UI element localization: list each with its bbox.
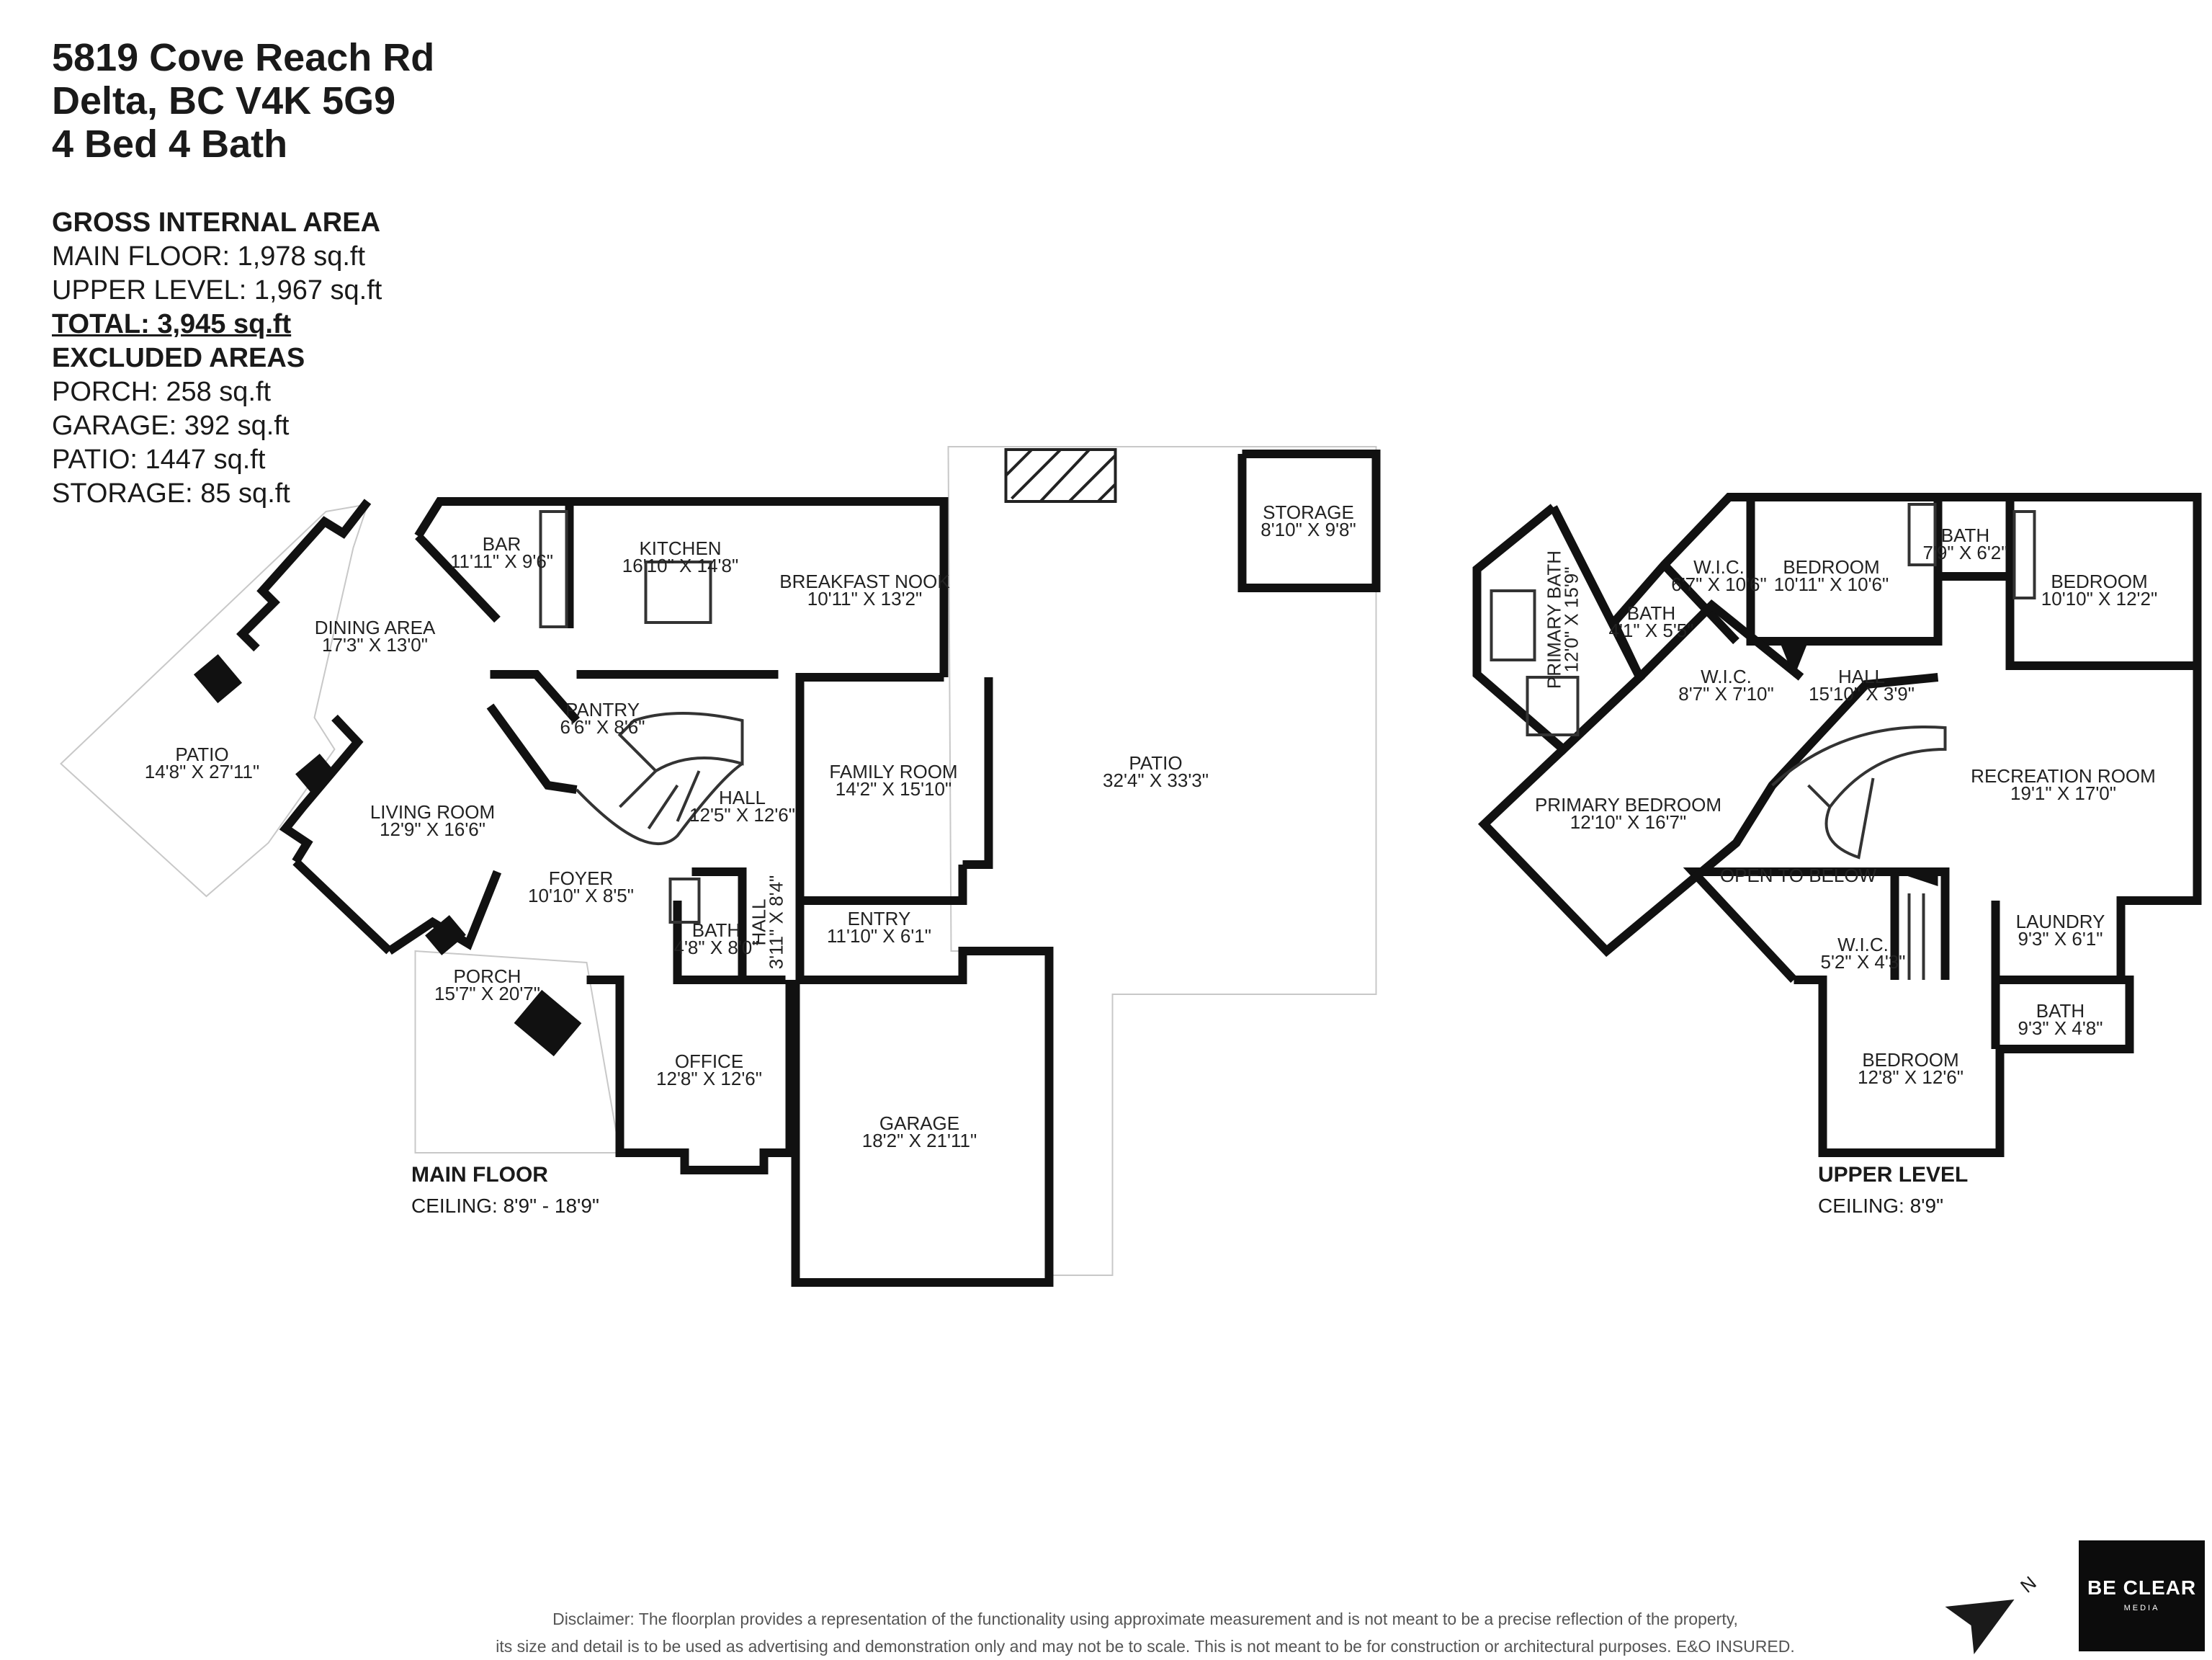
room-dims-wic-3: 5'2" X 4'3" [1820,951,1905,973]
room-dims-living-room: 12'9" X 16'6" [380,818,485,840]
room-name-family-room: FAMILY ROOM [829,761,957,782]
main-floor-ceiling: CEILING: 8'9" - 18'9" [411,1195,599,1217]
porch-area: PORCH: 258 sq.ft [52,377,272,407]
main-floor-room-labels: BAR 11'11" X 9'6" KITCHEN 16'10" X 14'8"… [145,501,1356,1151]
room-dims-bedroom-1: 10'11" X 10'6" [1774,574,1889,595]
room-name-bath-1: BATH [1941,525,1989,546]
upper-dark-blocks [1779,641,1938,886]
side-patio-outline [60,503,369,898]
room-name-laundry: LAUNDRY [2016,911,2105,932]
room-dims-small-hall: 3'11" X 8'4" [766,875,787,970]
upper-level-area: UPPER LEVEL: 1,967 sq.ft [52,275,382,305]
logo-line-2: MEDIA [2123,1604,2160,1612]
room-dims-pantry: 6'6" X 8'6" [560,716,645,738]
room-dims-hall: 12'5" X 12'6" [689,804,795,826]
main-dark-blocks [193,653,582,1057]
garage-area: GARAGE: 392 sq.ft [52,411,290,441]
room-dims-bath-2: 4'1" X 5'5" [1608,620,1693,641]
room-name-pantry: PANTRY [565,699,640,720]
room-name-bedroom-3: BEDROOM [1862,1049,1958,1071]
upper-level-room-labels: W.I.C. 6'7" X 10'6" BEDROOM 10'11" X 10'… [1535,525,2157,1088]
disclaimer-line-1: Disclaimer: The floorplan provides a rep… [552,1610,1738,1628]
logo-line-1: BE CLEAR [2087,1576,2197,1599]
room-name-office: OFFICE [675,1050,743,1072]
room-dims-bath-1: 7'9" X 6'2" [1922,542,2007,563]
room-name-porch: PORCH [454,965,521,987]
room-dims-bath-3: 9'3" X 4'8" [2018,1017,2103,1039]
room-name-upper-hall: HALL [1838,666,1885,687]
room-dims-laundry: 9'3" X 6'1" [2018,928,2103,950]
room-dims-bath: 4'8" X 8'0" [673,937,758,958]
patio-area: PATIO: 1447 sq.ft [52,445,266,475]
room-dims-garage: 18'2" X 21'11" [862,1130,977,1151]
room-name-primary-bedroom: PRIMARY BEDROOM [1535,794,1721,816]
room-name-bath-2: BATH [1627,602,1675,624]
upper-stairs [1490,503,2036,980]
room-name-wic-3: W.I.C. [1837,934,1889,955]
room-name-bath-3: BATH [2036,1000,2085,1022]
room-dims-storage: 8'10" X 9'8" [1261,519,1356,540]
room-dims-bedroom-2: 10'10" X 12'2" [2041,588,2157,610]
room-dims-bar: 11'11" X 9'6" [450,550,553,572]
room-name-primary-bath: PRIMARY BATH [1544,550,1565,689]
beds-baths: 4 Bed 4 Bath [52,122,288,166]
room-dims-bedroom-3: 12'8" X 12'6" [1858,1066,1964,1088]
room-dims-foyer: 10'10" X 8'5" [528,885,634,906]
room-name-recreation-room: RECREATION ROOM [1971,765,2156,787]
room-name-garage: GARAGE [879,1112,959,1134]
room-name-main-patio: PATIO [1129,752,1182,774]
main-patio-outline [947,446,1377,1276]
area-summary: GROSS INTERNAL AREA MAIN FLOOR: 1,978 sq… [52,206,382,511]
room-name-breakfast-nook: BREAKFAST NOOK [779,571,950,592]
room-dims-primary-bedroom: 12'10" X 16'7" [1570,811,1686,833]
main-stairs [539,510,744,924]
storage-area: STORAGE: 85 sq.ft [52,478,290,509]
room-name-bedroom-1: BEDROOM [1783,556,1879,578]
room-dims-main-patio: 32'4" X 33'3" [1103,769,1209,791]
upper-level-title: UPPER LEVEL [1818,1163,1969,1187]
address-line-1: 5819 Cove Reach Rd [52,36,435,79]
room-name-bedroom-2: BEDROOM [2051,571,2147,592]
room-dims-family-room: 14'2" X 15'10" [836,778,951,800]
room-name-hall: HALL [719,787,766,808]
room-dims-wic-2: 8'7" X 7'10" [1678,683,1773,705]
room-dims-kitchen: 16'10" X 14'8" [622,555,738,576]
room-dims-breakfast-nook: 10'11" X 13'2" [807,588,922,610]
room-dims-dining-area: 17'3" X 13'0" [322,634,428,656]
disclaimer-line-2: its size and detail is to be used as adv… [496,1637,1795,1656]
room-dims-recreation-room: 19'1" X 17'0" [2010,782,2116,804]
room-name-open-to-below: OPEN TO BELOW [1720,865,1877,886]
fireplace-hatch [1004,448,1117,503]
room-name-wic-2: W.I.C. [1701,666,1752,687]
main-floor-area: MAIN FLOOR: 1,978 sq.ft [52,241,366,272]
room-dims-primary-bath: 12'0" X 15'9" [1561,567,1582,673]
excluded-areas-title: EXCLUDED AREAS [52,343,305,373]
total-area: TOTAL: 3,945 sq.ft [52,309,292,339]
room-dims-upper-hall: 15'10" X 3'9" [1809,683,1915,705]
room-dims-porch: 15'7" X 20'7" [434,983,540,1004]
room-name-bar: BAR [483,533,521,555]
address-line-2: Delta, BC V4K 5G9 [52,79,396,122]
room-dims-side-patio: 14'8" X 27'11" [145,761,259,782]
room-dims-entry: 11'10" X 6'1" [827,925,931,947]
north-letter: N [2016,1572,2041,1597]
room-name-wic-1: W.I.C. [1693,556,1745,578]
room-name-entry: ENTRY [848,908,911,929]
room-name-dining-area: DINING AREA [315,617,436,638]
be-clear-media-logo: BE CLEAR MEDIA [2079,1540,2205,1651]
room-dims-wic-1: 6'7" X 10'6" [1671,574,1766,595]
room-name-kitchen: KITCHEN [639,537,721,559]
property-header: 5819 Cove Reach Rd Delta, BC V4K 5G9 4 B… [52,36,434,166]
room-name-foyer: FOYER [549,867,614,889]
room-name-bath: BATH [692,919,740,941]
room-name-small-hall: HALL [748,898,770,945]
gross-area-title: GROSS INTERNAL AREA [52,208,381,238]
room-name-living-room: LIVING ROOM [370,801,495,823]
room-name-storage: STORAGE [1263,501,1354,523]
upper-level-ceiling: CEILING: 8'9" [1818,1195,1944,1217]
room-dims-office: 12'8" X 12'6" [656,1068,762,1089]
room-name-side-patio: PATIO [175,744,228,765]
main-floor-title: MAIN FLOOR [411,1163,548,1187]
